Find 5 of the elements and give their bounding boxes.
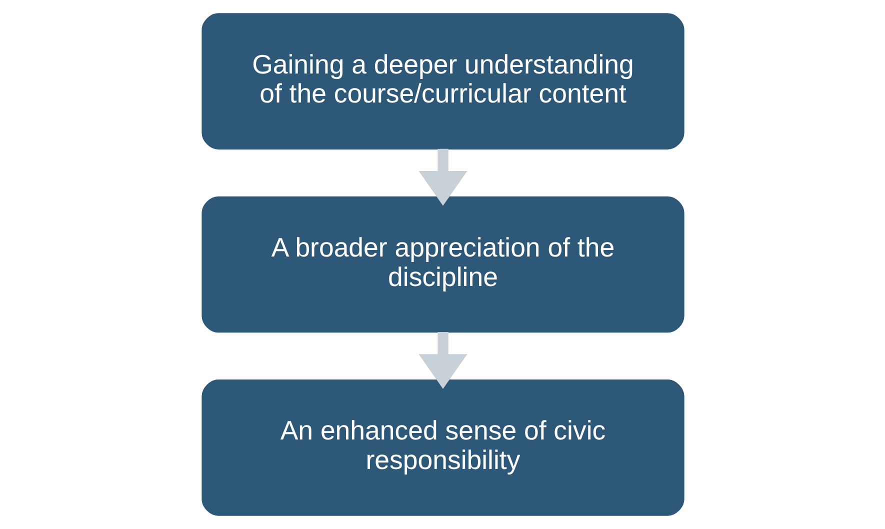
arrow bbox=[418, 332, 467, 389]
arrow bbox=[418, 148, 467, 206]
node-box: Gaining a deeper understanding of the course/curricular content bbox=[201, 13, 684, 150]
node-box: A broader appreciation of the discipline bbox=[201, 196, 684, 333]
node-box: An enhanced sense of civic responsibility bbox=[201, 379, 684, 516]
